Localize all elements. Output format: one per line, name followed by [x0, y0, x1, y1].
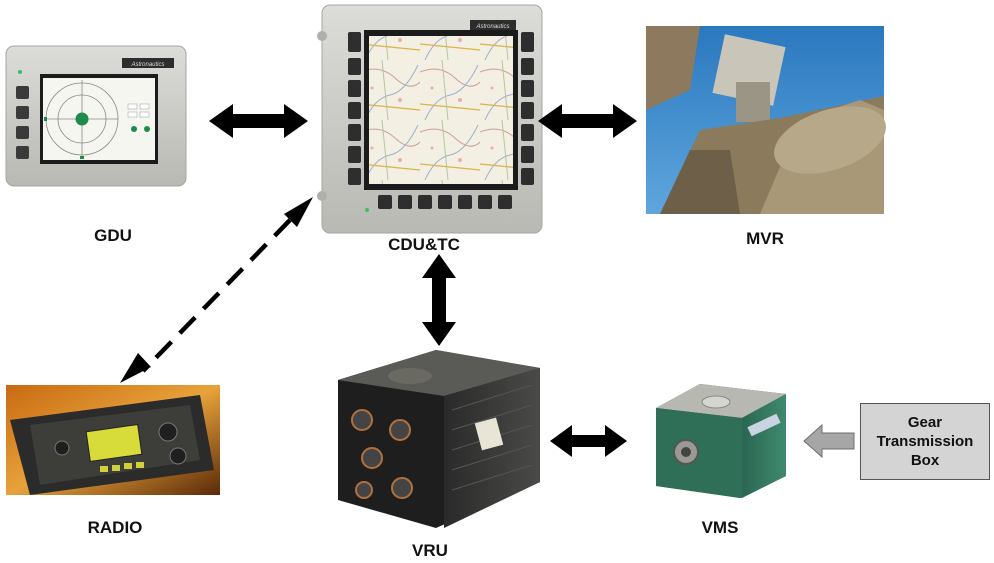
gear-transmission-box: Gear Transmission Box	[860, 403, 990, 480]
mvr-label: MVR	[746, 229, 784, 248]
arrow-cdutc-vru	[422, 254, 456, 346]
gear-box-line-1: Gear	[907, 414, 943, 431]
vru-photo	[338, 350, 540, 528]
cdutc-right-buttons	[521, 32, 534, 185]
gdu-brand: Astronautics	[130, 62, 164, 68]
cdutc-left-buttons	[348, 32, 361, 185]
gear-box-line-3: Box	[910, 452, 940, 469]
radio-photo	[6, 385, 220, 495]
gdu-label: GDU	[94, 226, 132, 245]
gdu-screen	[43, 78, 155, 160]
radio-label: RADIO	[87, 518, 143, 537]
cdutc-label: CDU&TC	[388, 235, 460, 254]
vms-label: VMS	[701, 518, 739, 537]
arrow-cdutc-mvr	[538, 104, 637, 138]
cdutc-device: Astronautics	[317, 4, 543, 234]
cdutc-map-screen	[369, 36, 513, 184]
arrow-vru-vms	[550, 425, 627, 457]
gdu-side-buttons	[16, 86, 29, 159]
arrow-cdutc-radio-dashed	[120, 197, 313, 383]
vru-label: VRU	[412, 541, 448, 560]
gdu-brand-plate	[122, 58, 174, 68]
vms-photo	[656, 384, 786, 498]
gdu-target-icon	[75, 112, 89, 126]
gdu-device: Astronautics	[5, 45, 187, 187]
cdutc-brand-plate	[470, 20, 516, 30]
mvr-photo	[646, 26, 886, 214]
cdutc-bottom-buttons	[378, 195, 512, 209]
cdutc-brand: Astronautics	[475, 24, 509, 30]
arrow-gdu-cdutc	[209, 104, 308, 138]
gear-box-line-2: Transmission	[876, 433, 974, 450]
arrow-gear-vms	[803, 423, 855, 459]
